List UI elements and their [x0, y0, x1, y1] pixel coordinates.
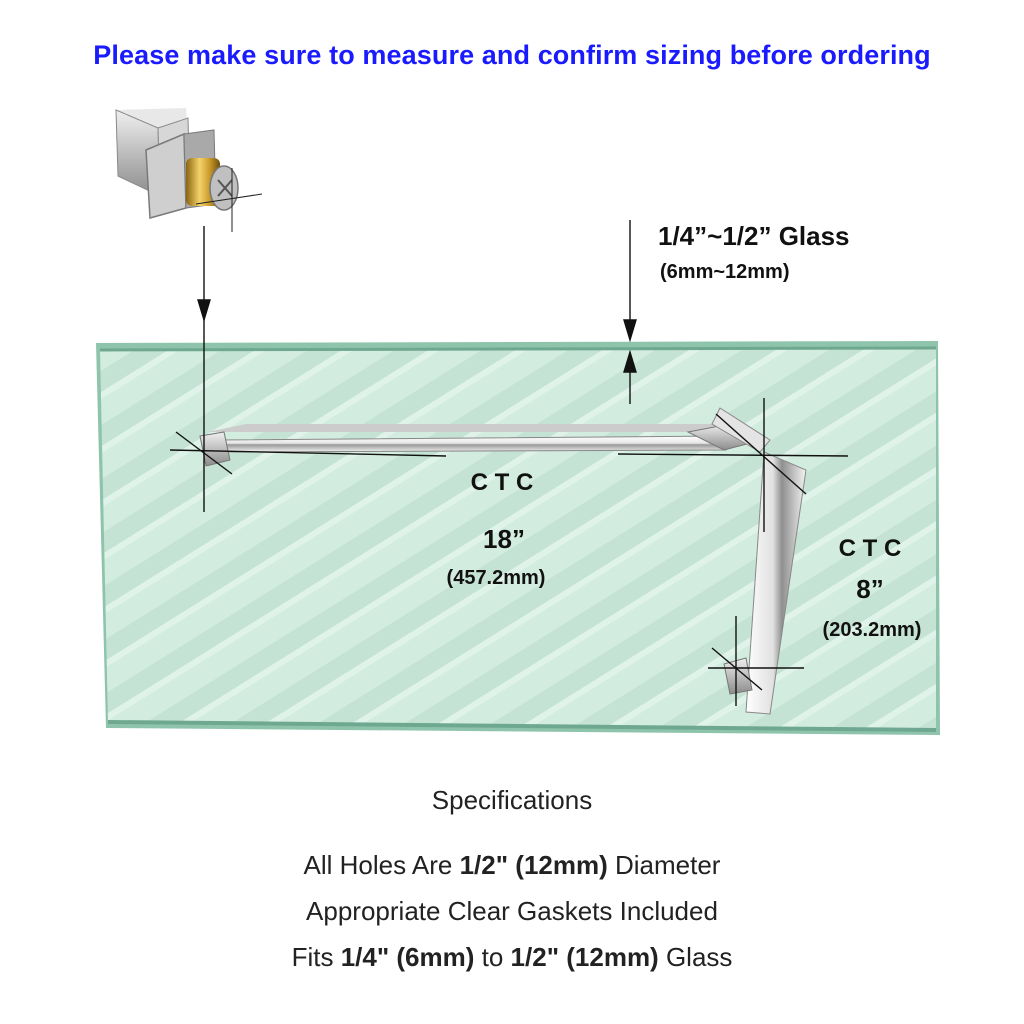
spec-fit-middle: to: [474, 942, 511, 972]
page-headline: Please make sure to measure and confirm …: [93, 40, 931, 70]
ctc-horizontal-imperial: 18”: [483, 524, 525, 554]
ctc-vertical-label: C T C: [839, 535, 902, 562]
specifications-title: Specifications: [431, 785, 593, 815]
spec-fit-min: 1/4" (6mm): [340, 942, 475, 972]
spec-hole-suffix: Diameter: [607, 850, 721, 880]
glass-thickness-metric: (6mm~12mm): [660, 261, 790, 283]
ctc-horizontal-label: C T C: [471, 469, 534, 496]
spec-gaskets: Appropriate Clear Gaskets Included: [306, 896, 718, 926]
ctc-vertical-metric: (203.2mm): [823, 619, 922, 641]
spec-glass-fit: Fits 1/4" (6mm) to 1/2" (12mm) Glass: [0, 934, 1024, 980]
spec-fit-suffix: Glass: [658, 942, 733, 972]
spec-hole-diameter: All Holes Are 1/2" (12mm) Diameter: [0, 842, 1024, 888]
spec-fit-prefix: Fits: [291, 942, 341, 972]
ctc-vertical-imperial: 8”: [856, 574, 883, 604]
ctc-horizontal-metric: (457.2mm): [447, 567, 546, 589]
towel-bar-handle: [199, 407, 807, 715]
mounting-hardware-icon: [115, 108, 263, 232]
glass-thickness-title: 1/4”~1/2” Glass: [658, 221, 850, 251]
spec-fit-max: 1/2" (12mm): [510, 942, 659, 972]
spec-hole-prefix: All Holes Are: [303, 850, 460, 880]
spec-hole-size: 1/2" (12mm): [459, 850, 608, 880]
specifications-block: Specifications All Holes Are 1/2" (12mm)…: [0, 785, 1024, 980]
dimension-lines: [169, 220, 849, 706]
